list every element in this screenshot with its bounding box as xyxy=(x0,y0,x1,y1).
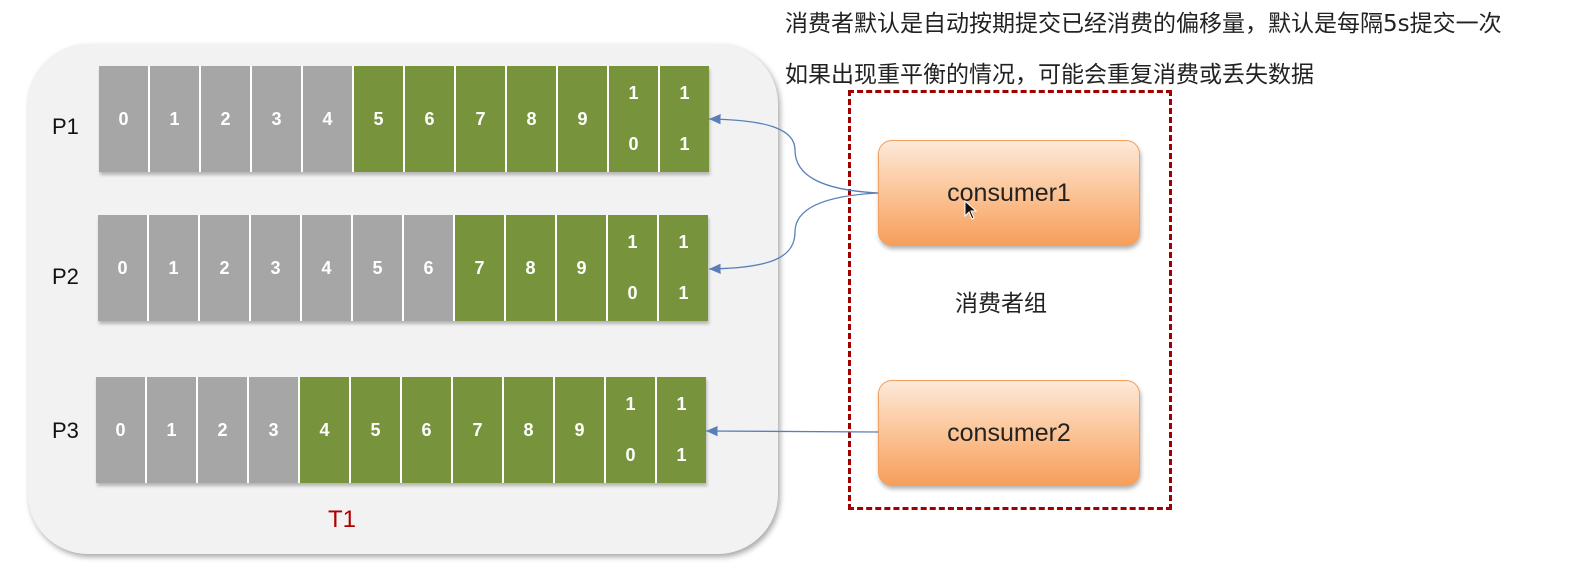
offset-cell: 0 xyxy=(99,66,148,172)
offset-cell: 0 xyxy=(96,377,145,483)
offset-cell: 9 xyxy=(558,66,607,172)
consumer1-box: consumer1 xyxy=(878,140,1140,246)
offset-cell: 9 xyxy=(555,377,604,483)
arrow-consumer1-to-p2 xyxy=(708,192,879,275)
partition-label-p1: P1 xyxy=(52,114,79,139)
partition-label-p3: P3 xyxy=(52,418,79,443)
offset-cell: 7 xyxy=(455,215,504,321)
offset-cell: 2 xyxy=(198,377,247,483)
consumer2-box: consumer2 xyxy=(878,380,1140,486)
offset-cell: 8 xyxy=(506,215,555,321)
offset-cell: 1 xyxy=(149,215,198,321)
offset-cell: 9 xyxy=(557,215,606,321)
note-rebalance: 如果出现重平衡的情况，可能会重复消费或丢失数据 xyxy=(785,62,1314,88)
offset-cell: 6 xyxy=(405,66,454,172)
offset-cell: 3 xyxy=(251,215,300,321)
offset-cell: 5 xyxy=(351,377,400,483)
offset-cell: 7 xyxy=(456,66,505,172)
arrow-consumer1-to-p1 xyxy=(708,113,879,194)
note-auto-commit: 消费者默认是自动按期提交已经消费的偏移量，默认是每隔5s提交一次 xyxy=(785,11,1502,37)
consumer-group-label: 消费者组 xyxy=(955,291,1047,317)
offset-cell: 5 xyxy=(353,215,402,321)
offset-cell: 6 xyxy=(402,377,451,483)
arrow-consumer2-to-p3 xyxy=(705,425,879,437)
offset-cell: 2 xyxy=(200,215,249,321)
offset-cell: 0 xyxy=(98,215,147,321)
offset-cell: 6 xyxy=(404,215,453,321)
offset-cell: 2 xyxy=(201,66,250,172)
offset-cell: 3 xyxy=(249,377,298,483)
offset-cell: 1 xyxy=(150,66,199,172)
offset-cell: 7 xyxy=(453,377,502,483)
offset-cell: 5 xyxy=(354,66,403,172)
offset-cell: 1 xyxy=(147,377,196,483)
offset-cell: 4 xyxy=(303,66,352,172)
consumer-group-box xyxy=(848,90,1172,510)
partition-label-p2: P2 xyxy=(52,264,79,289)
offset-cell: 8 xyxy=(504,377,553,483)
offset-cell: 8 xyxy=(507,66,556,172)
topic-label: T1 xyxy=(328,506,357,533)
offset-cell: 4 xyxy=(302,215,351,321)
offset-cell: 3 xyxy=(252,66,301,172)
offset-cell: 4 xyxy=(300,377,349,483)
mouse-cursor-icon xyxy=(964,200,978,220)
